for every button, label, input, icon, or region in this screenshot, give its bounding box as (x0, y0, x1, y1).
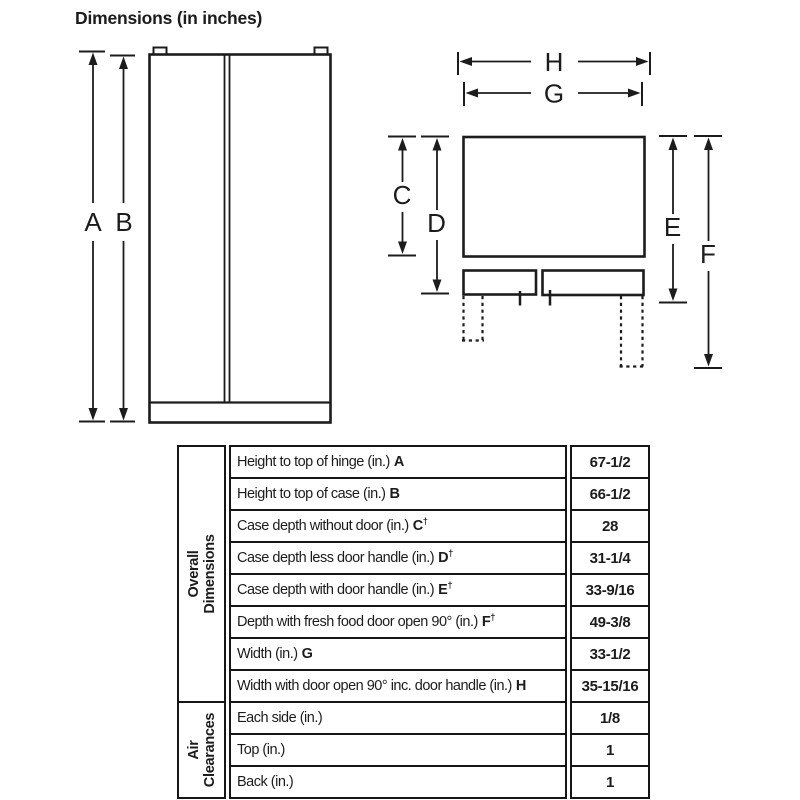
row-value: 1 (605, 773, 615, 791)
dim-arrow-e (659, 135, 687, 304)
hinge-right (313, 46, 329, 56)
table-row: Each side (in.) (231, 703, 565, 735)
row-value: 67-1/2 (572, 447, 648, 479)
row-key: B (389, 486, 400, 502)
dim-label-b: B (115, 207, 132, 237)
table-row: Height to top of hinge (in.) A (231, 447, 565, 479)
top-view-diagram: H G (388, 47, 722, 369)
row-value: 1/8 (572, 703, 648, 735)
open-door-projection-left (462, 296, 484, 342)
group-header-air-clearances: Air Clearances (179, 703, 224, 797)
group-label-line: Dimensions (201, 534, 218, 614)
dim-arrow-g (463, 82, 643, 106)
table-row: Height to top of case (in.) B (231, 479, 565, 511)
fridge-body (148, 53, 332, 424)
group-label-line: Air (185, 740, 202, 760)
dim-label-e: E (664, 212, 681, 242)
row-label: Height to top of hinge (in.) (237, 454, 390, 470)
row-value: 33-9/16 (572, 575, 648, 607)
dim-label-a: A (84, 207, 102, 237)
dim-arrow-f (694, 135, 722, 369)
row-label: Each side (in.) (237, 710, 323, 726)
dim-label-f: F (700, 239, 716, 269)
row-label: Depth with fresh food door open 90° (in.… (237, 614, 478, 630)
dim-label-c: C (393, 180, 412, 210)
row-value: 28 (572, 511, 648, 543)
row-key: H (515, 678, 527, 694)
row-dagger: † (448, 548, 453, 558)
table-row: Back (in.) (231, 767, 565, 797)
group-label-line: Clearances (201, 712, 218, 788)
row-key: E (438, 582, 448, 598)
dim-arrow-c (388, 135, 416, 257)
freezer-door-top-view (462, 269, 538, 296)
row-label: Case depth less door handle (in.) (237, 550, 435, 566)
table-row: Case depth without door (in.) C † (231, 511, 565, 543)
open-door-projection-right (619, 296, 644, 368)
row-label: Back (in.) (237, 774, 294, 790)
row-key: G (301, 646, 313, 662)
front-view-diagram: A B (79, 46, 332, 424)
dim-arrow-d (421, 135, 449, 295)
row-value: 35-15/16 (572, 671, 648, 703)
row-value: 33-1/2 (572, 639, 648, 671)
row-value: 66-1/2 (572, 479, 648, 511)
table-row: Depth with fresh food door open 90° (in.… (231, 607, 565, 639)
row-key: A (393, 454, 405, 470)
row-value: 31-1/4 (572, 543, 648, 575)
row-label: Case depth with door handle (in.) (237, 582, 435, 598)
spec-table: Overall Dimensions Air Clearances Height… (177, 445, 650, 799)
row-label: Height to top of case (in.) (237, 486, 386, 502)
table-group-column: Overall Dimensions Air Clearances (177, 445, 226, 799)
page-title: Dimensions (in inches) (75, 8, 263, 28)
group-label-line: Overall (185, 550, 202, 598)
row-key: F (481, 614, 491, 630)
hinge-left (152, 46, 168, 56)
row-key: C (412, 518, 423, 534)
table-row: Case depth with door handle (in.) E † (231, 575, 565, 607)
table-value-column: 67-1/2 66-1/2 28 31-1/4 33-9/16 49-3/8 3… (570, 445, 650, 799)
dim-label-g: G (544, 79, 564, 109)
row-value: 49-3/8 (572, 607, 648, 639)
dim-label-d: D (427, 208, 446, 238)
row-dagger: † (490, 612, 495, 622)
table-row: Case depth less door handle (in.) D † (231, 543, 565, 575)
row-key: D (438, 550, 449, 566)
row-label: Width with door open 90° inc. door handl… (237, 678, 512, 694)
table-description-column: Height to top of hinge (in.) A Height to… (229, 445, 567, 799)
row-label: Top (in.) (237, 742, 285, 758)
dim-arrow-h (457, 52, 651, 75)
dim-arrow-b (110, 54, 135, 423)
row-dagger: † (422, 516, 428, 526)
row-label: Width (in.) (237, 646, 298, 662)
case-top-view (462, 135, 646, 258)
row-value: 1 (572, 735, 648, 767)
dim-label-h: H (545, 47, 564, 77)
dimension-diagrams: A B H (79, 46, 722, 424)
table-row: Width (in.) G (231, 639, 565, 671)
fresh-food-door-top-view (541, 269, 645, 297)
row-dagger: † (447, 580, 452, 590)
dim-arrow-a (79, 50, 105, 423)
row-label: Case depth without door (in.) (237, 518, 409, 534)
table-row: Width with door open 90° inc. door handl… (231, 671, 565, 703)
table-row: Top (in.) (231, 735, 565, 767)
group-header-overall-dimensions: Overall Dimensions (179, 447, 224, 703)
